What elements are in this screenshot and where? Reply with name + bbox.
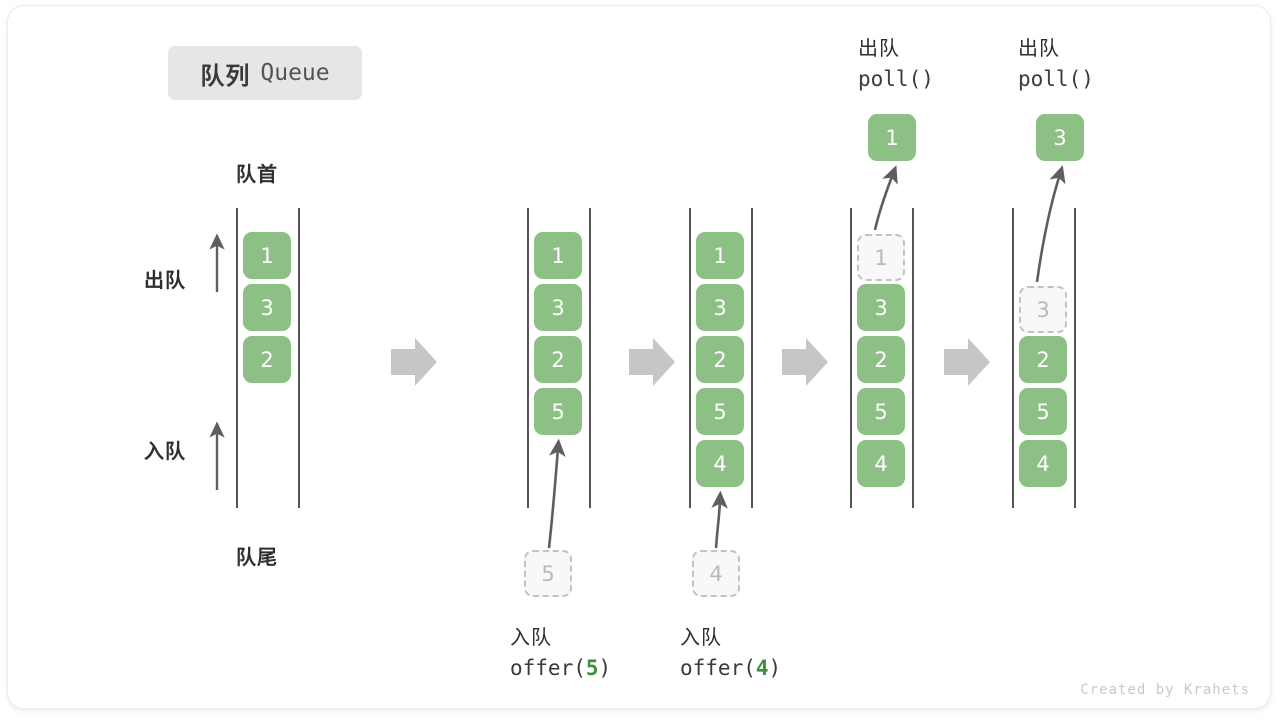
queue-tail-label: 队尾 <box>236 547 278 569</box>
enqueue-direction-label: 入队 <box>144 441 186 463</box>
queue-head-label: 队首 <box>236 164 278 186</box>
rail-right-stage-2 <box>751 208 753 508</box>
queue-item: 1 <box>696 232 744 279</box>
queue-item: 3 <box>243 284 291 331</box>
stage-caption-code: poll() <box>1018 67 1094 91</box>
rail-right-stage-0 <box>298 208 300 508</box>
rail-left-stage-2 <box>689 208 691 508</box>
queue-item: 4 <box>857 440 905 487</box>
queue-item: 3 <box>696 284 744 331</box>
popped-item: 3 <box>1036 114 1084 161</box>
queue-item: 2 <box>857 336 905 383</box>
code-prefix: offer( <box>680 656 756 680</box>
stage-caption-code: offer(5) <box>510 656 611 680</box>
code-number: 4 <box>755 656 769 680</box>
rail-right-stage-1 <box>589 208 591 508</box>
title-english: Queue <box>260 60 330 86</box>
pending-item-ghost: 4 <box>692 550 740 597</box>
rail-left-stage-1 <box>527 208 529 508</box>
diagram-card <box>8 6 1270 708</box>
stage-caption-cn: 入队 <box>510 627 552 649</box>
stage-caption-cn: 出队 <box>1018 38 1060 60</box>
popped-item: 1 <box>868 114 916 161</box>
queue-item-new: 5 <box>534 388 582 435</box>
queue-item: 5 <box>696 388 744 435</box>
title-chinese: 队列 <box>200 62 251 90</box>
dequeue-direction-label: 出队 <box>144 270 186 292</box>
code-prefix: offer( <box>510 656 586 680</box>
stage-caption-code: offer(4) <box>680 656 781 680</box>
queue-item: 2 <box>1019 336 1067 383</box>
queue-item: 2 <box>534 336 582 383</box>
rail-left-stage-3 <box>850 208 852 508</box>
queue-item: 1 <box>243 232 291 279</box>
queue-item: 5 <box>857 388 905 435</box>
rail-left-stage-4 <box>1012 208 1014 508</box>
queue-item: 2 <box>696 336 744 383</box>
stage-caption-cn: 入队 <box>680 627 722 649</box>
diagram-title-badge: 队列 Queue <box>168 46 362 100</box>
rail-right-stage-3 <box>912 208 914 508</box>
pending-item-ghost: 5 <box>524 550 572 597</box>
code-suffix: ) <box>598 656 612 680</box>
queue-item: 5 <box>1019 388 1067 435</box>
queue-item: 3 <box>857 284 905 331</box>
rail-right-stage-4 <box>1074 208 1076 508</box>
removed-item-ghost: 3 <box>1019 286 1067 333</box>
stage-caption-cn: 出队 <box>858 38 900 60</box>
queue-item: 3 <box>534 284 582 331</box>
queue-item-new: 4 <box>696 440 744 487</box>
queue-item: 4 <box>1019 440 1067 487</box>
queue-item: 2 <box>243 336 291 383</box>
queue-item: 1 <box>534 232 582 279</box>
stage-caption-code: poll() <box>858 67 934 91</box>
footer-credit: Created by Krahets <box>1080 682 1250 698</box>
removed-item-ghost: 1 <box>857 234 905 281</box>
code-number: 5 <box>585 656 599 680</box>
rail-left-stage-0 <box>236 208 238 508</box>
code-suffix: ) <box>768 656 782 680</box>
